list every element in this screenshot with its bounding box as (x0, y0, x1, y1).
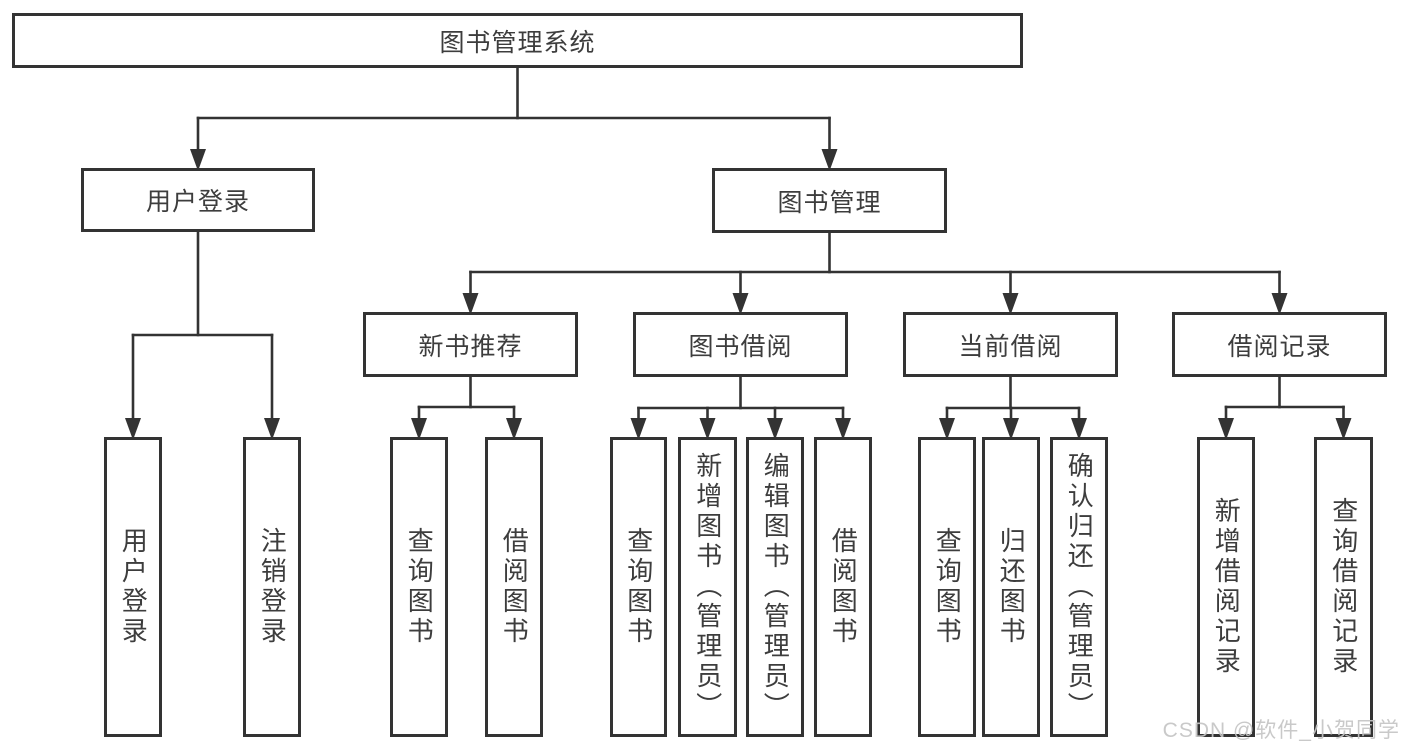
node-mgmt: 图书管理 (712, 168, 947, 233)
node-v-borrow-lend: 借阅图书 (814, 437, 872, 737)
node-login: 用户登录 (81, 168, 315, 232)
arrowhead-icon (835, 418, 851, 440)
node-v-cur-query: 查询图书 (918, 437, 976, 737)
arrowhead-icon (125, 418, 141, 440)
node-v-rec-borrow: 借阅图书 (485, 437, 543, 737)
arrowhead-icon (1271, 293, 1288, 315)
node-v-hist-add: 新增借阅记录 (1197, 437, 1255, 737)
arrowhead-icon (1002, 293, 1019, 315)
node-v-borrow-edit: 编辑图书（管理员） (746, 437, 804, 737)
node-current: 当前借阅 (903, 312, 1118, 377)
arrowhead-icon (939, 418, 955, 440)
arrowhead-icon (1335, 418, 1352, 440)
arrowhead-icon (1003, 418, 1019, 440)
arrowhead-icon (821, 149, 838, 171)
node-v-hist-query: 查询借阅记录 (1314, 437, 1373, 737)
arrowhead-icon (767, 418, 783, 440)
arrowhead-icon (190, 149, 206, 171)
node-v-cur-confirm: 确认归还（管理员） (1050, 437, 1108, 737)
arrowhead-icon (699, 418, 716, 440)
arrowhead-icon (462, 293, 479, 315)
node-v-borrow-query: 查询图书 (610, 437, 667, 737)
node-v-cur-return: 归还图书 (982, 437, 1040, 737)
node-v-rec-query: 查询图书 (390, 437, 448, 737)
node-borrow: 图书借阅 (633, 312, 848, 377)
arrowhead-icon (1071, 418, 1087, 440)
node-v-borrow-add: 新增图书（管理员） (678, 437, 737, 737)
watermark-text: CSDN @软件_小贺同学 (1162, 719, 1400, 742)
arrowhead-icon (264, 418, 280, 440)
node-v-login: 用户登录 (104, 437, 162, 737)
node-rec: 新书推荐 (363, 312, 578, 377)
arrowhead-icon (411, 418, 427, 440)
node-records: 借阅记录 (1172, 312, 1387, 377)
arrowhead-icon (1218, 418, 1234, 440)
arrowhead-icon (732, 293, 749, 315)
arrowhead-icon (630, 418, 647, 440)
node-v-logout: 注销登录 (243, 437, 301, 737)
arrowhead-icon (506, 418, 522, 440)
node-root: 图书管理系统 (12, 13, 1023, 68)
